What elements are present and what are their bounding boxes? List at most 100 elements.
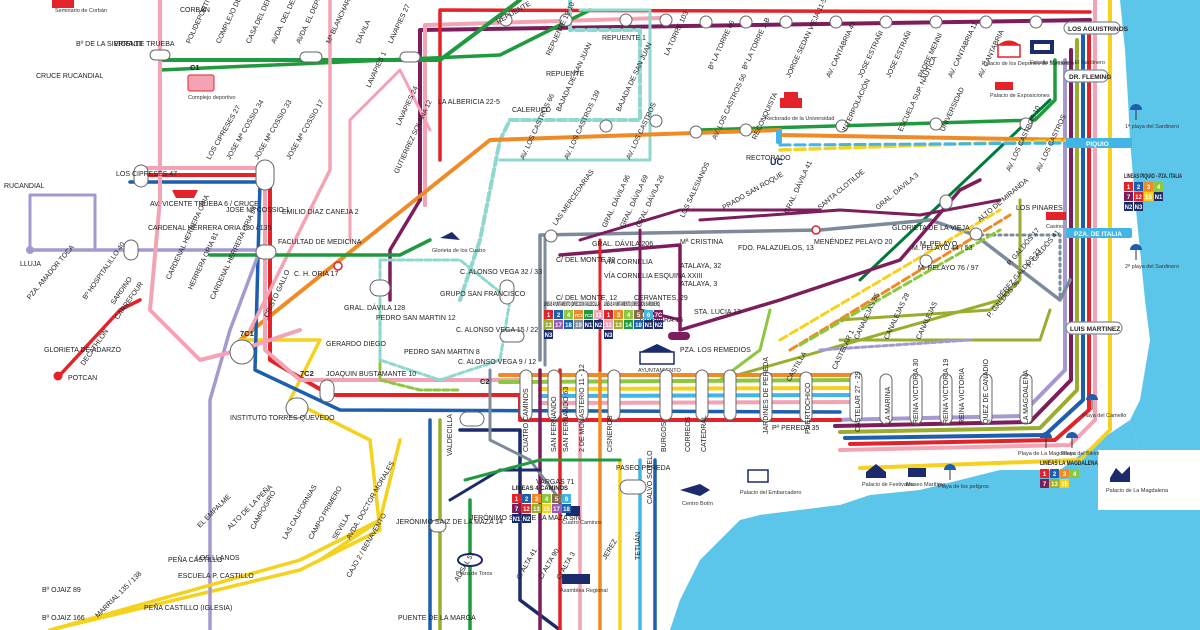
- stop-davila: DÁVILA: [354, 18, 373, 45]
- line-badge: [1040, 469, 1049, 478]
- stop-cruce-rucandial: CRUCE RUCANDIAL: [36, 73, 103, 80]
- line-badge-label: 6: [565, 497, 569, 503]
- line-badge: [574, 320, 583, 329]
- line-badge-label: 1: [547, 313, 551, 319]
- stop-grupo-francisco: GRUPO SAN FRANCISCO: [440, 291, 526, 298]
- stop-cossio-17: JOSE Mª COSSIO 17: [286, 99, 326, 161]
- stop-alto-miranda: ALTO DE MIRANDA: [977, 177, 1030, 223]
- stop-vicente-trueba: VICENTE TRUEBA: [114, 41, 175, 48]
- stop-jose-estrada: JOSE ESTRAÑI: [856, 29, 886, 79]
- line-badge: [512, 504, 521, 513]
- poi-palacio-deportes: Palacio de los Deportes de Santander: [982, 61, 1075, 67]
- stop-burgos: BURGOS: [661, 421, 668, 452]
- line-magenta-west: [388, 198, 422, 302]
- stop-castros-139: AV. LOS CASTROS 139: [563, 89, 601, 160]
- line-olive-east: [838, 38, 1079, 434]
- line-badge: [552, 494, 561, 503]
- poi-sardinero-playa-2: 2ª playa del Sardinero: [1125, 263, 1179, 270]
- stop-lavapies: LAVAPIES 27: [387, 3, 411, 45]
- line-badge: [1134, 182, 1143, 191]
- stop-jardines: JARDINES DE PEREDA: [763, 357, 770, 434]
- line-badge-label: 4: [627, 313, 631, 319]
- stop-b-ojaiz: Bº OJAIZ 89: [42, 587, 81, 594]
- stop-facultad: FACULTAD DE MEDICINA: [278, 239, 362, 246]
- line-box-title: LINEAS AYUNTAMIENTO (DIRECCIÓN SARDINERO…: [604, 299, 660, 308]
- terminal-los-aguistrinos: LOS AGUISTRINOS: [1063, 21, 1129, 35]
- stop-catedral: CATEDRAL: [701, 415, 708, 452]
- stop-san-fernando: SAN FERNANDO: [551, 396, 558, 452]
- museo-icon: [908, 468, 926, 477]
- line-badge-label: 18: [635, 323, 642, 329]
- beach-umbrella-icon: [1066, 432, 1078, 448]
- stop-lucia-13: STA. LUCIA 13: [694, 309, 741, 316]
- stop-pereda-parque: PASEO PEREDA: [616, 465, 671, 472]
- line-badge: [552, 504, 561, 513]
- stop-cardenal-herrera: CARDENAL HERRERA ORIA 130 / 135: [148, 225, 272, 232]
- svg-text:DR. FLEMING: DR. FLEMING: [1069, 74, 1111, 81]
- stop-potcan-dot: [53, 371, 63, 381]
- line-badge: [1070, 469, 1079, 478]
- stop-lavapies-3: LAVAPIES 24: [395, 85, 419, 127]
- stop-pza-remedios-marker: [668, 332, 690, 340]
- stop-cantabria-43: AV. CANTABRIA 43: [825, 21, 857, 79]
- line-badge-label: 15: [543, 507, 550, 513]
- poi-complejo: Complejo deportivo: [188, 95, 235, 101]
- stop-potcan: POTCAN: [68, 375, 97, 382]
- line-badge-label: 2: [1053, 472, 1057, 478]
- cross-marker: [811, 225, 821, 235]
- stop-escuela-castillo: ESCUELA P. CASTILLO: [178, 573, 254, 580]
- stop-cantabria-11: AV. CANTABRIA 11: [947, 21, 979, 79]
- line-badge-label: 19: [575, 323, 582, 329]
- poi-magdalena-palacio: Palacio de La Magdalena: [1106, 488, 1169, 494]
- casino-icon: [1046, 212, 1066, 220]
- stop-jerez: JEREZ: [602, 538, 620, 561]
- line-blue-dash: [778, 141, 1082, 147]
- line-badge-label: 2: [525, 497, 529, 503]
- line-badge-label: 4: [545, 497, 549, 503]
- line-badge: [564, 310, 573, 319]
- line-badge-label: 1: [607, 313, 611, 319]
- stop-repuente-1: REPUENTE 1: [602, 35, 646, 42]
- poi-layer: Seminario de Corbán Complejo deportivo P…: [52, 0, 1179, 594]
- stop-lluja-dot: [26, 246, 34, 254]
- line-orange-west: [48, 338, 382, 630]
- terminal-piquio: PIQUIO: [1066, 138, 1132, 148]
- line-badge: [1060, 479, 1069, 488]
- line-pink-top: [423, 16, 662, 207]
- poi-casino: Casino: [1046, 224, 1063, 230]
- line-badge: [1124, 202, 1133, 211]
- stop-c1: C1: [190, 63, 200, 72]
- line-badge: [542, 494, 551, 503]
- line-badge-label: 15: [1145, 195, 1152, 201]
- line-badge-label: N2: [595, 323, 603, 329]
- stop-castros: AV. LOS CASTROS 66: [519, 93, 556, 161]
- rectorado-icon: [780, 92, 802, 108]
- line-badge: [604, 320, 613, 329]
- stop-gerardo: GERARDO DIEGO: [326, 341, 386, 348]
- line-pink: [838, 0, 1097, 452]
- stop-calvo-sotelo: CALVO SOTELO: [647, 450, 654, 504]
- stop-rucandial: RUCANDIAL: [4, 183, 45, 190]
- line-badge: [544, 330, 553, 339]
- line-pink-west: [143, 166, 522, 382]
- line-badge: [614, 310, 623, 319]
- poi-ayuntamiento: AYUNTAMIENTO: [638, 368, 682, 374]
- stop-puente-marga: PUENTE DE LA MARGA: [398, 615, 476, 622]
- stop-c2: C2: [480, 377, 490, 386]
- stop-pelayo-44: M. PELAYO 44 / 53: [912, 245, 973, 252]
- stop-la-albericia: LA ALBERICIA 22-5: [438, 99, 500, 106]
- line-badge-label: 7: [1043, 482, 1047, 488]
- glorieta-icon: [440, 232, 460, 240]
- stop-via-cornelia: VÍA CORNELIA: [604, 257, 653, 266]
- beach-umbrella-icon: [1130, 104, 1142, 120]
- line-badge-label: 3: [1063, 472, 1067, 478]
- terminal-pza-italia: PZA. DE ITALIA: [1066, 228, 1132, 238]
- line-olive-sardinero: [838, 308, 1052, 342]
- poi-sardinero-playa: 1ª playa del Sardinero: [1125, 123, 1179, 130]
- line-purple-center: [818, 338, 972, 352]
- poi-asamblea: Asamblea Regional: [560, 588, 608, 594]
- line-darkgreen-diag: [858, 98, 1052, 282]
- stop-cuatro: CUATRO CAMINOS: [523, 388, 530, 452]
